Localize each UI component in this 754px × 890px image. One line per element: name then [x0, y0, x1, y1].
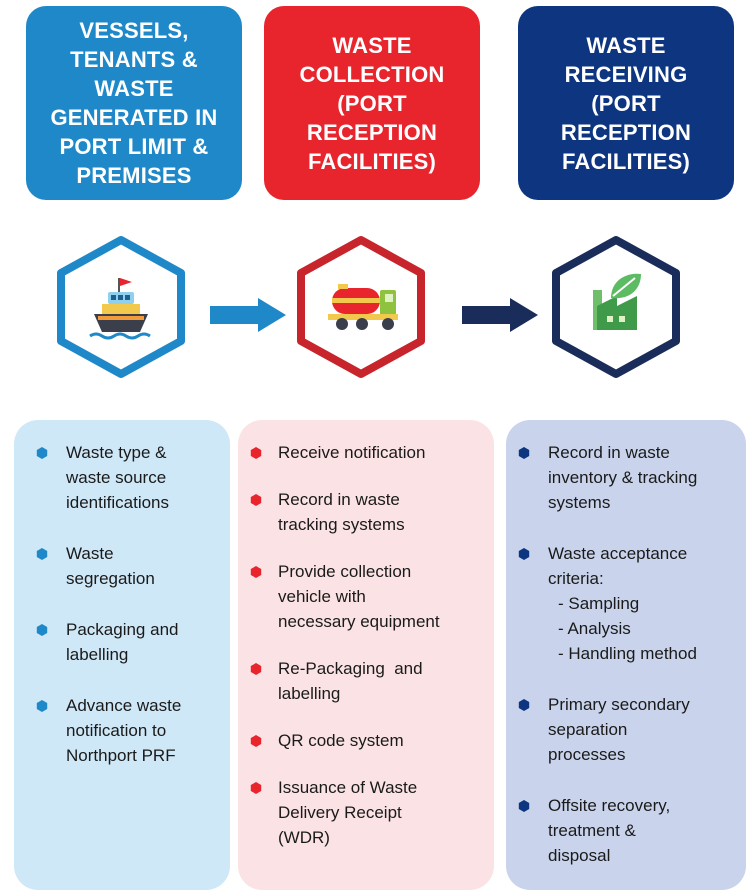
bullet-hexagon-icon	[250, 566, 262, 578]
item-line: Waste	[66, 544, 114, 563]
list-item: Packaging and labelling	[30, 617, 226, 667]
list-item: QR code system	[246, 728, 490, 753]
stage-1-panel	[14, 420, 230, 890]
item-line: labelling	[66, 645, 129, 664]
header-line: FACILITIES)	[561, 148, 691, 174]
item-line: necessary equipment	[278, 612, 440, 631]
header-line: PREMISES	[76, 163, 192, 188]
header-line: FACILITIES)	[307, 148, 437, 174]
list-item: Primary secondary separation processes	[512, 692, 746, 767]
flow-arrow-1	[210, 298, 288, 332]
item-line: Issuance of Waste	[278, 778, 418, 797]
eco-factory-icon	[541, 232, 691, 382]
header-line: VESSELS,	[79, 18, 189, 43]
bullet-hexagon-icon	[518, 699, 530, 711]
item-line: processes	[548, 745, 626, 764]
list-item: Advance waste notification to Northport …	[30, 693, 226, 768]
item-line: tracking systems	[278, 515, 405, 534]
bullet-hexagon-icon	[36, 700, 48, 712]
list-item: Record in waste inventory & tracking sys…	[512, 440, 746, 515]
header-line: PORT LIMIT &	[59, 134, 209, 159]
item-line: vehicle with	[278, 587, 366, 606]
item-line: Record in waste	[548, 443, 670, 462]
bullet-hexagon-icon	[250, 494, 262, 506]
header-line: RECEPTION	[560, 119, 692, 145]
item-line: systems	[548, 493, 611, 512]
item-subline: - Handling method	[558, 644, 697, 663]
header-line: COLLECTION	[299, 61, 445, 87]
ship-icon	[46, 232, 196, 382]
bullet-hexagon-icon	[250, 782, 262, 794]
header-line: WASTE	[332, 32, 412, 58]
item-line: inventory & tracking	[548, 468, 698, 487]
item-line: QR code system	[278, 731, 404, 750]
item-line: Record in waste	[278, 490, 400, 509]
flow-arrow-2	[462, 298, 540, 332]
stage-2-list: Receive notification Record in waste tra…	[246, 440, 490, 872]
item-line: labelling	[278, 684, 341, 703]
item-line: Offsite recovery,	[548, 796, 671, 815]
item-subline: - Analysis	[558, 619, 631, 638]
item-line: Advance waste	[66, 696, 182, 715]
bullet-hexagon-icon	[250, 663, 262, 675]
bullet-hexagon-icon	[36, 624, 48, 636]
item-line: waste source	[66, 468, 167, 487]
header-line: (PORT	[337, 90, 407, 116]
header-line: (PORT	[591, 90, 661, 116]
header-line: WASTE	[94, 76, 174, 101]
item-line: criteria:	[548, 569, 604, 588]
item-line: Provide collection	[278, 562, 412, 581]
item-line: Northport PRF	[66, 746, 176, 765]
list-item: Waste segregation	[30, 541, 226, 591]
item-line: Re-Packaging and	[278, 659, 423, 678]
stage-2-panel	[238, 420, 494, 890]
list-item: Waste acceptance criteria: - Sampling - …	[512, 541, 746, 666]
item-line: disposal	[548, 846, 611, 865]
list-item: Issuance of Waste Delivery Receipt (WDR)	[246, 775, 490, 850]
list-item: Re-Packaging and labelling	[246, 656, 490, 706]
item-subline: - Sampling	[558, 594, 640, 613]
list-item: Waste type & waste source identification…	[30, 440, 226, 515]
bullet-hexagon-icon	[250, 735, 262, 747]
tanker-truck-icon	[286, 232, 436, 382]
item-line: separation	[548, 720, 628, 739]
bullet-hexagon-icon	[518, 447, 530, 459]
item-line: notification to	[66, 721, 167, 740]
stage-1-header: VESSELS, TENANTS & WASTE GENERATED IN PO…	[26, 6, 242, 200]
header-line: TENANTS &	[70, 47, 198, 72]
item-line: (WDR)	[278, 828, 330, 847]
list-item: Offsite recovery, treatment & disposal	[512, 793, 746, 868]
stage-1-list: Waste type & waste source identification…	[30, 440, 226, 794]
item-line: Packaging and	[66, 620, 179, 639]
stage-3-header: WASTE RECEIVING (PORT RECEPTION FACILITI…	[518, 6, 734, 200]
stage-2-header: WASTE COLLECTION (PORT RECEPTION FACILIT…	[264, 6, 480, 200]
bullet-hexagon-icon	[36, 447, 48, 459]
item-line: segregation	[66, 569, 155, 588]
bullet-hexagon-icon	[250, 447, 262, 459]
header-line: GENERATED IN	[50, 105, 218, 130]
item-line: Primary secondary	[548, 695, 690, 714]
item-line: Receive notification	[278, 443, 426, 462]
item-line: treatment &	[548, 821, 636, 840]
stage-3-panel	[506, 420, 746, 890]
header-line: WASTE	[586, 32, 666, 58]
header-line: RECEIVING	[564, 61, 688, 87]
item-line: Delivery Receipt	[278, 803, 402, 822]
bullet-hexagon-icon	[36, 548, 48, 560]
item-line: identifications	[66, 493, 170, 512]
header-line: RECEPTION	[306, 119, 438, 145]
bullet-hexagon-icon	[518, 800, 530, 812]
list-item: Record in waste tracking systems	[246, 487, 490, 537]
stage-3-list: Record in waste inventory & tracking sys…	[512, 440, 746, 890]
item-line: Waste type &	[66, 443, 167, 462]
bullet-hexagon-icon	[518, 548, 530, 560]
list-item: Receive notification	[246, 440, 490, 465]
item-line: Waste acceptance	[548, 544, 688, 563]
list-item: Provide collection vehicle with necessar…	[246, 559, 490, 634]
